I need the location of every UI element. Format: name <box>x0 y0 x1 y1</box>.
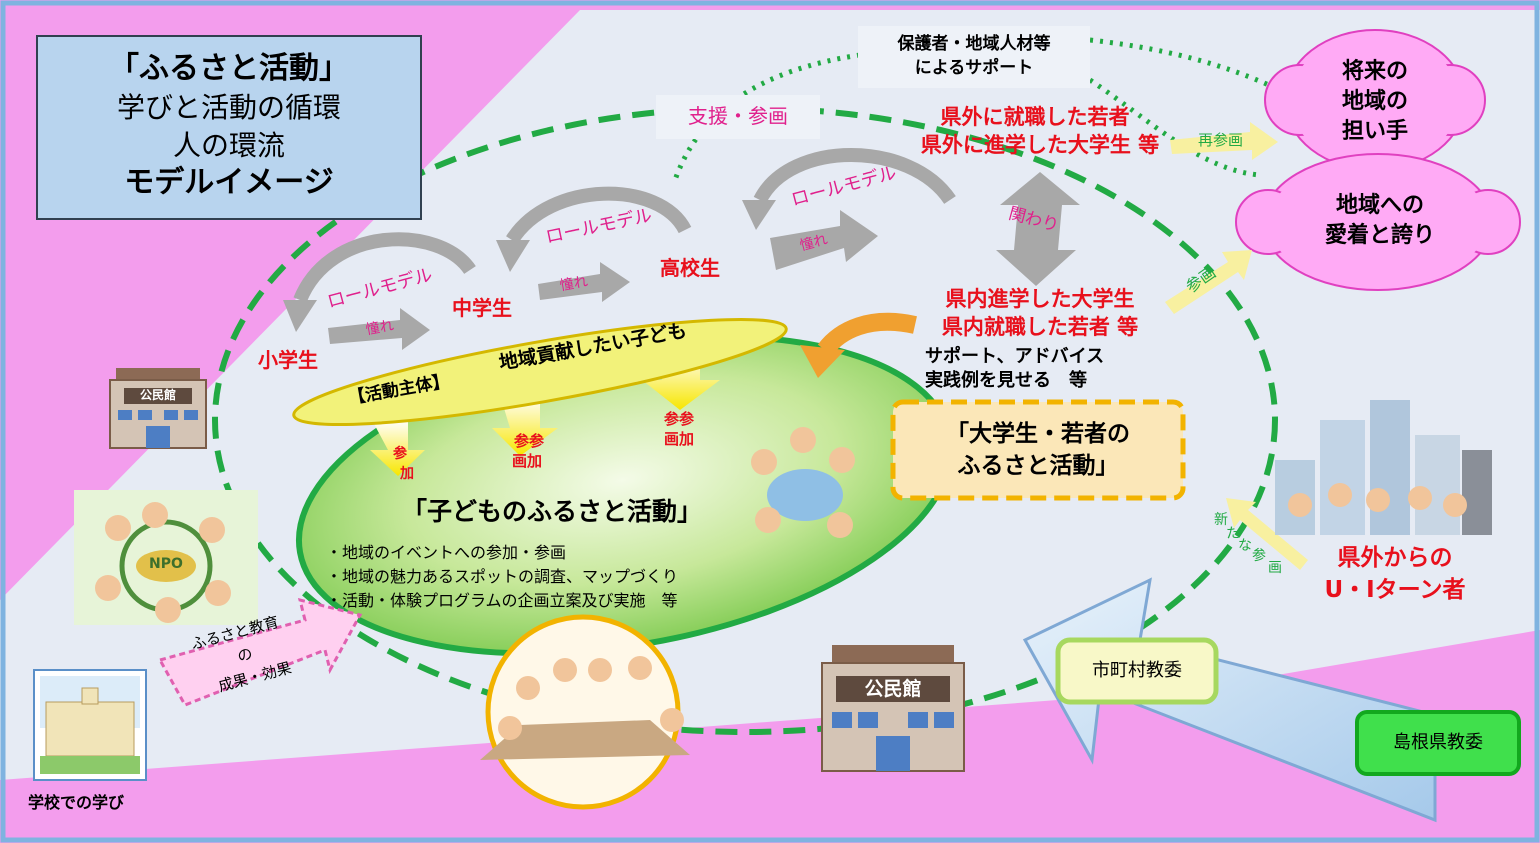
role-arrow-3 <box>753 148 956 205</box>
inside-youth-line-1: 県内進学した大学生 <box>945 287 1135 311</box>
u-i-turn-line-1: 県外からの <box>1337 545 1453 571</box>
title-line-4: モデルイメージ <box>124 165 334 200</box>
join-3-top: 参参 <box>664 410 695 428</box>
community-hall-bottom <box>821 645 965 772</box>
stage-high-school: 高校生 <box>660 256 720 280</box>
future-line-3: 担い手 <box>1341 119 1408 144</box>
city-board-box <box>1055 637 1219 705</box>
new-participation-c3: な <box>1238 538 1252 554</box>
youth-activity-line-2: ふるさと活動」 <box>957 453 1119 479</box>
school-learning-label: 学校での学び <box>28 793 125 812</box>
support-advice-line-1: サポート、アドバイス <box>925 346 1105 367</box>
education-arrow <box>157 597 363 707</box>
outside-youth-line-1: 県外に就職した若者 <box>940 105 1130 129</box>
role-arrow-3-head <box>742 200 776 230</box>
support-arrow <box>817 312 917 356</box>
inside-youth-line-2: 県内就職した若者 等 <box>941 315 1139 339</box>
involvement-arrow <box>996 172 1080 286</box>
npo-label: NPO <box>149 556 183 572</box>
role-arrow-2 <box>506 186 692 245</box>
title-box <box>36 35 422 220</box>
support-participation-label: 支援・参画 <box>688 104 788 128</box>
support-arrow-head <box>800 345 845 378</box>
pride-line-1: 地域への <box>1335 193 1424 218</box>
future-cloud <box>1264 29 1486 171</box>
join-3-bottom: 画加 <box>664 430 695 448</box>
support-top-box <box>858 26 1090 88</box>
pref-board-label: 島根県教委 <box>1393 732 1483 753</box>
city-board-label: 市町村教委 <box>1092 660 1182 681</box>
join-1-b: 加 <box>400 466 414 482</box>
children-activity-item-1: ・地域のイベントへの参加・参画 <box>326 543 567 562</box>
join-arrow-2 <box>492 395 558 456</box>
join-2-top: 参参 <box>514 432 545 450</box>
children-activity-item-3: ・活動・体験プログラムの企画立案及び実施 等 <box>326 591 678 610</box>
role-arrow-1 <box>293 232 476 303</box>
children-activity-item-2: ・地域の魅力あるスポットの調査、マップづくり <box>326 567 679 586</box>
support-dotted-right <box>1089 37 1292 98</box>
city-people-illustration <box>1275 400 1492 535</box>
re-participation-arrow <box>1170 122 1278 160</box>
join-1-a: 参 <box>393 446 407 462</box>
subject-banner <box>292 317 788 427</box>
admire-arrow-2 <box>538 262 630 302</box>
admire-arrow-3 <box>770 210 878 270</box>
community-hall-bottom-sign: 公民館 <box>864 678 922 700</box>
children-illustration <box>751 427 855 538</box>
admire-arrow-1 <box>328 308 430 350</box>
stage-elementary: 小学生 <box>258 348 318 372</box>
u-i-turn-line-2: U・Iターン者 <box>1324 577 1466 603</box>
outside-youth-line-2: 県外に進学した大学生 等 <box>920 133 1160 157</box>
future-line-2: 地域の <box>1341 89 1408 114</box>
school-illustration <box>33 669 147 781</box>
support-participation-box <box>656 95 820 139</box>
community-hall-left-sign: 公民館 <box>139 388 176 402</box>
title-line-2: 学びと活動の循環 <box>116 91 341 124</box>
new-participation-c5: 画 <box>1268 560 1282 576</box>
new-participation-c2: た <box>1226 526 1240 542</box>
youth-activity-line-1: 「大学生・若者の <box>946 421 1130 447</box>
support-top-line-2: によるサポート <box>914 58 1034 78</box>
stage-junior-high: 中学生 <box>452 296 512 320</box>
re-participation-label: 再参画 <box>1198 131 1244 149</box>
youth-activity-box <box>890 399 1186 501</box>
pride-cloud <box>1235 153 1521 291</box>
pride-line-2: 愛着と誇り <box>1324 223 1435 248</box>
new-participation-arrow <box>1226 498 1308 570</box>
support-advice-line-2: 実践例を見せる 等 <box>925 370 1087 391</box>
new-participation-c4: 参 <box>1252 548 1266 564</box>
role-arrow-2-head <box>496 240 530 272</box>
support-top-line-1: 保護者・地域人材等 <box>897 34 1051 54</box>
title-line-1: 「ふるさと活動」 <box>109 51 349 86</box>
children-activity-title: 「子どものふるさと活動」 <box>402 497 703 526</box>
meeting-illustration <box>480 614 690 810</box>
join-arrow-1 <box>370 420 425 476</box>
npo-illustration <box>74 490 258 625</box>
community-hall-left <box>109 368 207 449</box>
pref-board-box <box>1355 710 1521 776</box>
title-line-3: 人の環流 <box>172 129 285 162</box>
role-arrow-1-head <box>283 300 317 332</box>
participation-arrow <box>1165 250 1252 314</box>
future-line-1: 将来の <box>1341 59 1408 84</box>
join-2-bottom: 画加 <box>512 452 543 470</box>
new-participation-c1: 新 <box>1214 512 1228 528</box>
